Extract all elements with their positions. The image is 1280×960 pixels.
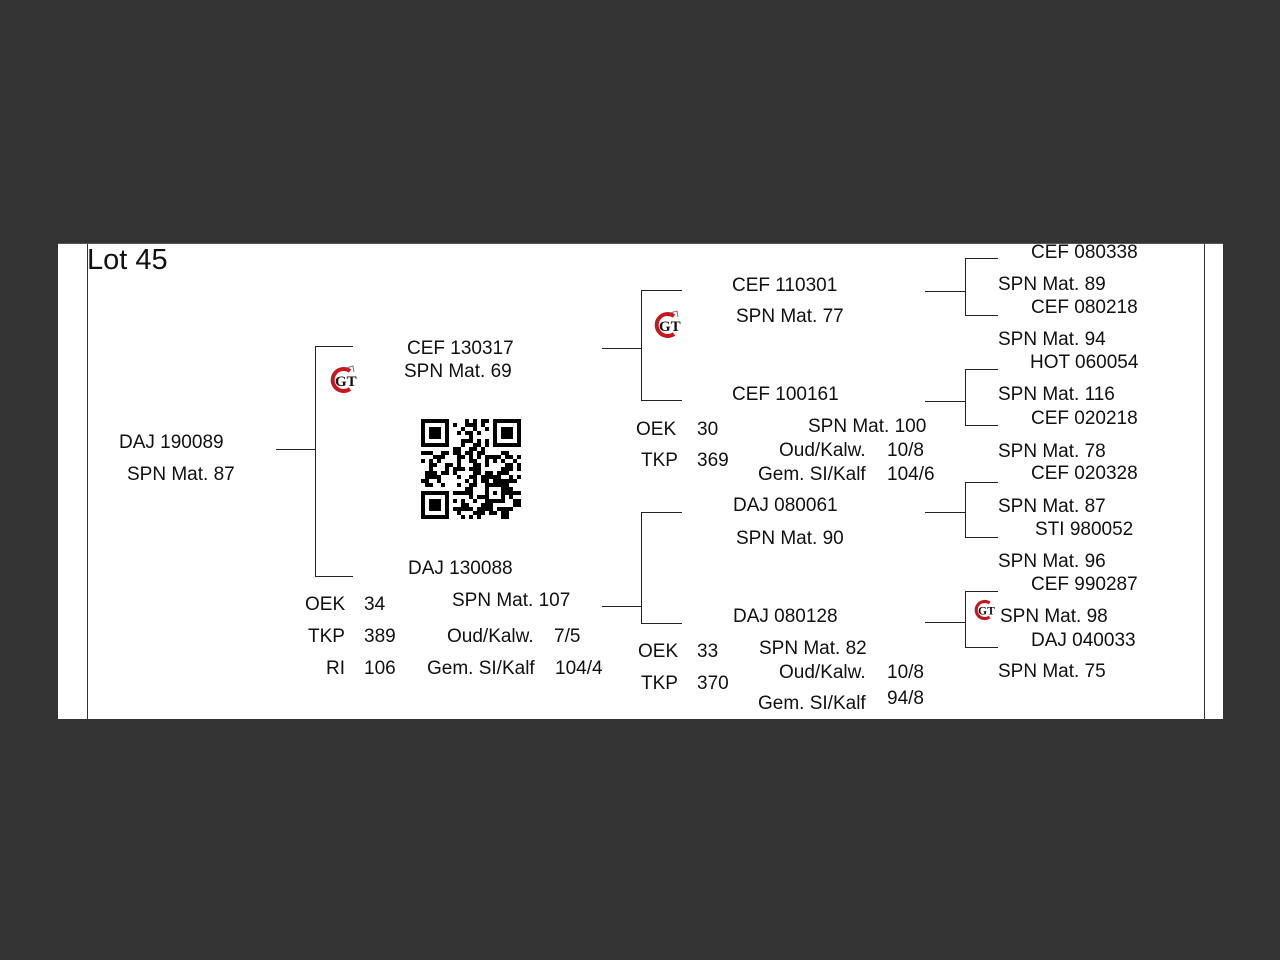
connector	[965, 258, 966, 315]
gen4-id: DAJ 040033	[1031, 630, 1136, 651]
connector	[315, 346, 353, 347]
dam-oek-label: OEK	[305, 594, 346, 615]
pedigree-document: Lot 45 DAJ 190089 SPN Mat. 87 GT CEF 130…	[58, 243, 1223, 719]
connector	[965, 482, 998, 483]
gt-logo: GT	[650, 307, 686, 343]
connector	[925, 401, 966, 402]
gt-logo: GT	[971, 596, 999, 624]
connector	[925, 291, 966, 292]
lot-title: Lot 45	[87, 244, 168, 276]
dam-dam-oek-label: OEK	[638, 641, 679, 662]
gen4-id: STI 980052	[1035, 519, 1134, 540]
sire-dam-id: CEF 100161	[732, 384, 839, 405]
gen4-mat: SPN Mat. 98	[1000, 606, 1108, 627]
sire-dam-oud-label: Oud/Kalw.	[779, 440, 866, 461]
gen4-id: HOT 060054	[1030, 352, 1139, 373]
dam-ri-label: RI	[326, 658, 345, 679]
connector	[641, 512, 682, 513]
connector	[965, 315, 998, 316]
gen4-id: CEF 080338	[1031, 243, 1138, 263]
dam-dam-id: DAJ 080128	[733, 606, 838, 627]
dam-oud-value: 7/5	[554, 626, 581, 647]
connector	[925, 622, 966, 623]
connector	[602, 348, 642, 349]
gen4-mat: SPN Mat. 89	[998, 274, 1106, 295]
gen4-mat: SPN Mat. 116	[998, 384, 1115, 405]
connector	[965, 591, 998, 592]
dam-oek-value: 34	[364, 594, 386, 615]
subject-id: DAJ 190089	[119, 432, 224, 453]
gt-logo-text: GT	[659, 319, 681, 335]
connector	[641, 400, 682, 401]
dam-gem-value: 104/4	[555, 658, 603, 679]
dam-dam-tkp-value: 370	[697, 673, 729, 694]
connector	[965, 258, 998, 259]
dam-sire-id: DAJ 080061	[733, 495, 838, 516]
gen4-id: CEF 990287	[1031, 574, 1138, 595]
sire-dam-oek-label: OEK	[636, 419, 677, 440]
dam-id: DAJ 130088	[408, 558, 513, 579]
dam-gem-label: Gem. SI/Kalf	[427, 658, 535, 679]
connector	[965, 482, 966, 537]
sire-dam-gem-value: 104/6	[887, 464, 935, 485]
gen4-mat: SPN Mat. 96	[998, 551, 1106, 572]
connector	[965, 425, 998, 426]
connector	[315, 346, 316, 576]
gt-logo: GT	[326, 362, 362, 398]
connector	[965, 369, 998, 370]
connector	[965, 647, 998, 648]
sire-dam-tkp-value: 369	[697, 450, 729, 471]
dam-sire-mat: SPN Mat. 90	[736, 528, 844, 549]
connector	[276, 449, 316, 450]
dam-tkp-value: 389	[364, 626, 396, 647]
gen4-id: CEF 080218	[1031, 297, 1138, 318]
connector	[641, 623, 682, 624]
sire-dam-mat: SPN Mat. 100	[808, 416, 927, 437]
connector	[965, 537, 998, 538]
dam-mat: SPN Mat. 107	[452, 590, 571, 611]
sire-dam-gem-label: Gem. SI/Kalf	[758, 464, 866, 485]
gt-logo-text: GT	[978, 605, 995, 618]
dam-tkp-label: TKP	[308, 626, 345, 647]
dam-dam-oud-label: Oud/Kalw.	[779, 662, 866, 683]
sire-dam-oud-value: 10/8	[887, 440, 924, 461]
sire-id: CEF 130317	[407, 338, 514, 359]
dam-dam-gem-label: Gem. SI/Kalf	[758, 693, 866, 714]
connector	[641, 290, 682, 291]
sire-sire-mat: SPN Mat. 77	[736, 306, 844, 327]
dam-dam-mat: SPN Mat. 82	[759, 638, 867, 659]
connector	[641, 290, 642, 400]
dam-dam-oek-value: 33	[697, 641, 719, 662]
connector	[925, 512, 966, 513]
gen4-mat: SPN Mat. 78	[998, 441, 1106, 462]
dam-dam-oud-value: 10/8	[887, 662, 924, 683]
sire-dam-tkp-label: TKP	[641, 450, 678, 471]
dam-dam-gem-value: 94/8	[887, 688, 924, 709]
connector	[641, 512, 642, 623]
right-margin-rule	[1204, 244, 1205, 719]
connector	[965, 591, 966, 647]
gt-logo-text: GT	[335, 374, 357, 390]
gen4-id: CEF 020328	[1031, 463, 1138, 484]
gen4-mat: SPN Mat. 87	[998, 496, 1106, 517]
sire-dam-oek-value: 30	[697, 419, 719, 440]
gen4-mat: SPN Mat. 94	[998, 329, 1106, 350]
connector	[965, 369, 966, 425]
gen4-id: CEF 020218	[1031, 408, 1138, 429]
connector	[602, 606, 642, 607]
sire-mat: SPN Mat. 69	[404, 361, 512, 382]
connector	[315, 576, 353, 577]
dam-oud-label: Oud/Kalw.	[447, 626, 534, 647]
subject-mat: SPN Mat. 87	[127, 464, 235, 485]
qr-code	[421, 419, 521, 524]
left-margin-rule	[87, 244, 88, 719]
gen4-mat: SPN Mat. 75	[998, 661, 1106, 682]
dam-ri-value: 106	[364, 658, 396, 679]
sire-sire-id: CEF 110301	[732, 275, 838, 296]
dam-dam-tkp-label: TKP	[641, 673, 678, 694]
